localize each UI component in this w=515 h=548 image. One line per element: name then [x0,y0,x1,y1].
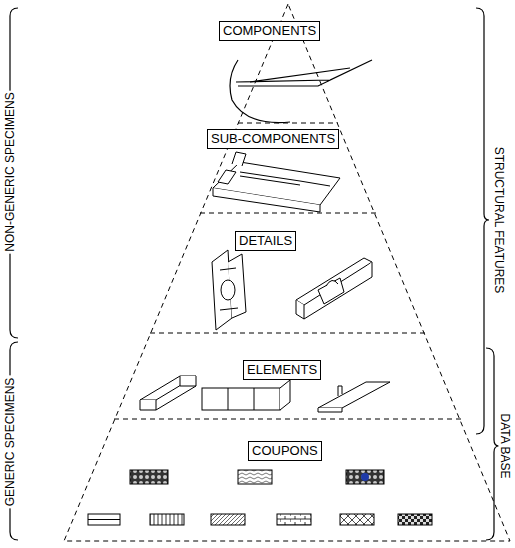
bracket-label: NON-GENERIC SPECIMENS [3,90,17,253]
level-box: SUB-COMPONENTS [207,129,339,149]
level-label: DETAILS [239,233,292,248]
bracket-label: GENERIC SPECIMENS [3,376,17,509]
level-box: DETAILS [235,231,296,251]
level-label: ELEMENTS [247,362,317,377]
level-label: COUPONS [252,443,318,458]
level-box: COMPONENTS [219,21,320,41]
level-box: COUPONS [248,441,322,461]
bracket-label: DATA BASE [498,412,512,481]
level-box: ELEMENTS [243,360,321,380]
bracket-label: STRUCTURAL FEATURES [492,145,506,296]
level-label: COMPONENTS [223,23,316,38]
level-label: SUB-COMPONENTS [211,131,335,146]
